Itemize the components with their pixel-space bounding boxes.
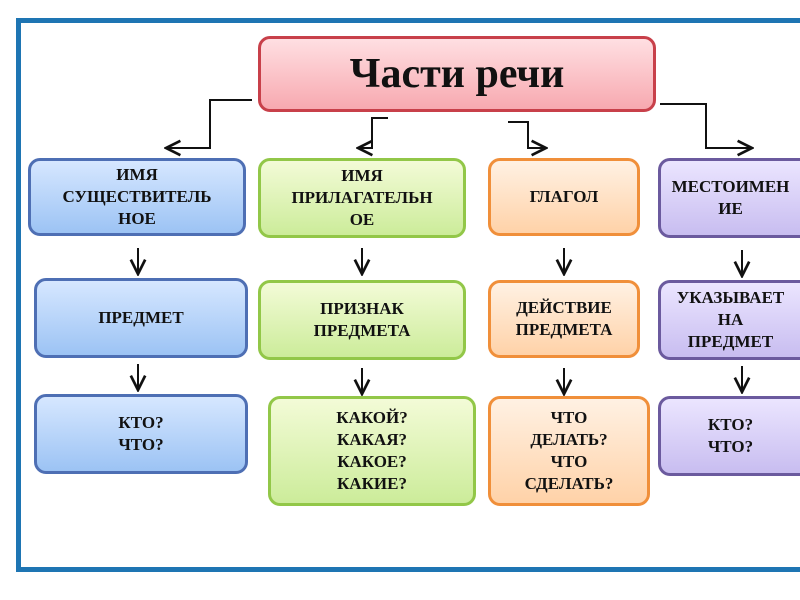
connector-title-pronoun: [660, 103, 752, 148]
connector-title-noun: [166, 99, 252, 148]
connector-title-adjective: [358, 117, 388, 148]
diagram-frame: [16, 18, 800, 572]
node-verb-meaning: ДЕЙСТВИЕ ПРЕДМЕТА: [488, 280, 640, 358]
node-pronoun-name: МЕСТОИМЕН ИЕ: [658, 158, 800, 238]
connector-title-verb: [508, 121, 546, 148]
node-pronoun-questions: КТО? ЧТО?: [658, 396, 800, 476]
node-noun-name: ИМЯ СУЩЕСТВИТЕЛЬ НОЕ: [28, 158, 246, 236]
node-verb-name: ГЛАГОЛ: [488, 158, 640, 236]
node-pronoun-meaning: УКАЗЫВАЕТ НА ПРЕДМЕТ: [658, 280, 800, 360]
node-verb-questions: ЧТО ДЕЛАТЬ? ЧТО СДЕЛАТЬ?: [488, 396, 650, 506]
diagram-title: Части речи: [258, 36, 656, 112]
node-adjective-name: ИМЯ ПРИЛАГАТЕЛЬН ОЕ: [258, 158, 466, 238]
node-adjective-questions: КАКОЙ? КАКАЯ? КАКОЕ? КАКИЕ?: [268, 396, 476, 506]
node-noun-meaning: ПРЕДМЕТ: [34, 278, 248, 358]
node-noun-questions: КТО? ЧТО?: [34, 394, 248, 474]
node-adjective-meaning: ПРИЗНАК ПРЕДМЕТА: [258, 280, 466, 360]
